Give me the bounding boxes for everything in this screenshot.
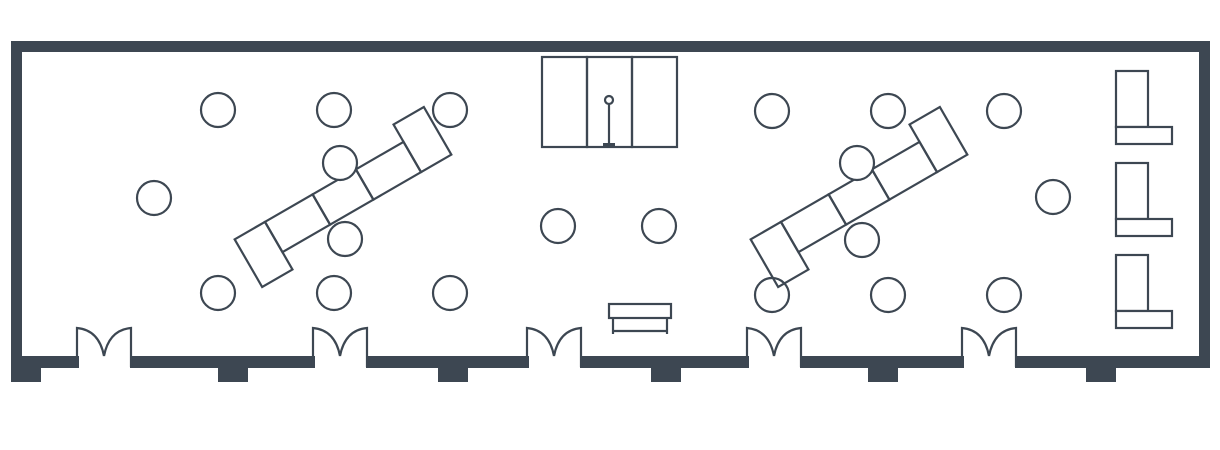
display-case: [540, 55, 679, 149]
round-table: [431, 274, 469, 312]
round-table: [985, 276, 1023, 314]
round-table: [315, 91, 353, 129]
round-table: [199, 91, 237, 129]
round-table: [431, 91, 469, 129]
pillar: [868, 366, 898, 382]
wall-right: [1199, 41, 1210, 368]
sofa-group-right: [749, 105, 969, 289]
wall-bottom: [11, 356, 1210, 368]
pillar: [651, 366, 681, 382]
round-table: [135, 179, 173, 217]
sideboard: [1114, 253, 1174, 330]
round-table: [753, 92, 791, 130]
round-table: [321, 144, 359, 182]
round-table: [843, 221, 881, 259]
round-table: [838, 144, 876, 182]
sideboard: [1114, 69, 1174, 146]
double-door[interactable]: [75, 326, 133, 368]
round-table: [315, 274, 353, 312]
tables-center: [539, 207, 678, 245]
sofa: [749, 105, 969, 289]
pillar: [218, 366, 248, 382]
sideboards: [1114, 69, 1174, 330]
round-table: [640, 207, 678, 245]
lamp-icon: [603, 94, 615, 147]
double-door[interactable]: [960, 326, 1018, 368]
round-table: [326, 220, 364, 258]
display-case-panel: [540, 55, 589, 149]
round-table: [1034, 178, 1072, 216]
round-table: [539, 207, 577, 245]
display-case-panel: [630, 55, 679, 149]
round-table: [869, 92, 907, 130]
double-door[interactable]: [311, 326, 369, 368]
sofa-group-left: [233, 105, 453, 289]
wall-left: [11, 41, 22, 368]
double-door[interactable]: [525, 326, 583, 368]
sofa: [233, 105, 453, 289]
sideboard: [1114, 161, 1174, 238]
pillar: [1086, 366, 1116, 382]
walls: [11, 41, 1210, 368]
pillar: [11, 366, 41, 382]
double-door[interactable]: [745, 326, 803, 368]
round-table: [199, 274, 237, 312]
pillars: [11, 366, 1116, 382]
tables-right: [753, 92, 1072, 314]
wall-top: [11, 41, 1210, 52]
tables-left: [135, 91, 469, 312]
bench: [607, 302, 673, 334]
round-table: [985, 92, 1023, 130]
round-table: [869, 276, 907, 314]
doors: [75, 326, 1018, 368]
pillar: [438, 366, 468, 382]
